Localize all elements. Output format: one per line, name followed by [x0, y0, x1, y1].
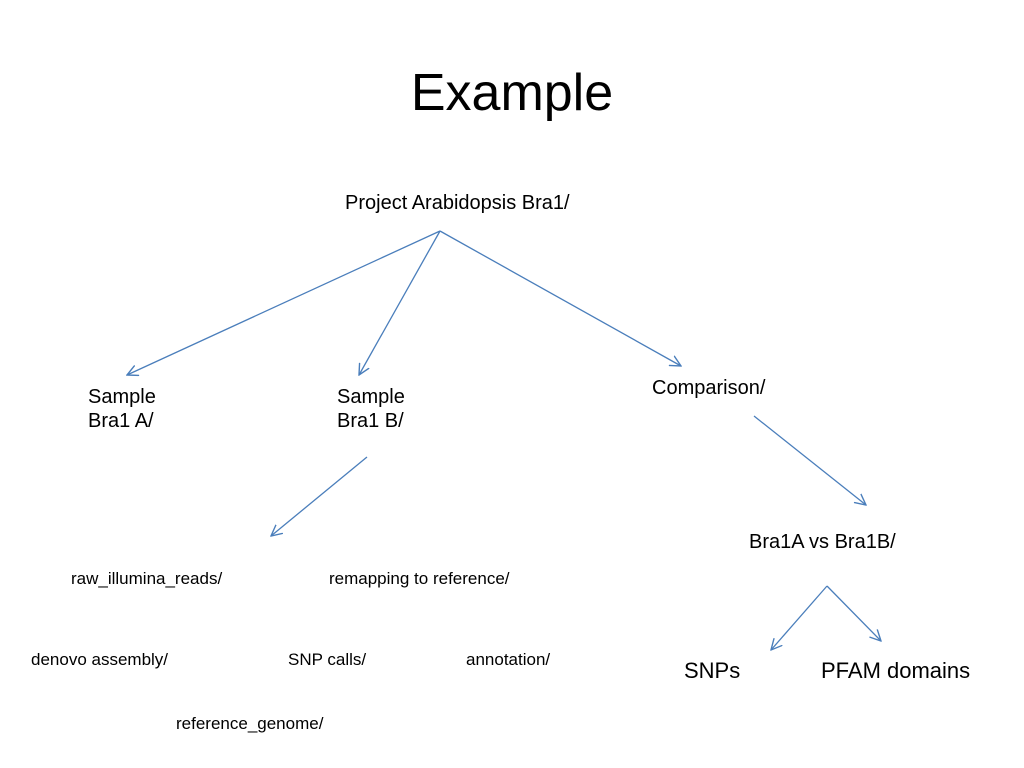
arrow-root-to-comparison — [439, 230, 681, 366]
node-sample-a-line2: Bra1 A/ — [88, 410, 154, 432]
arrow-root-to-sample-b — [359, 230, 441, 375]
node-comparison: Comparison/ — [652, 377, 766, 399]
arrow-to-pfam-domains — [826, 585, 881, 641]
slide-title: Example — [410, 64, 614, 122]
node-pfam-domains: PFAM domains — [821, 658, 971, 683]
node-raw-illumina-reads: raw_illumina_reads/ — [71, 569, 223, 588]
node-sample-a-line1: Sample — [88, 386, 156, 408]
node-bra1a-vs-bra1b: Bra1A vs Bra1B/ — [749, 531, 896, 553]
arrow-root-to-sample-a — [127, 230, 441, 375]
node-project-root: Project Arabidopsis Bra1/ — [345, 192, 570, 214]
node-reference-genome: reference_genome/ — [176, 714, 324, 733]
arrow-sample-b-to-children — [271, 456, 368, 536]
node-sample-b-line2: Bra1 B/ — [337, 410, 404, 432]
node-denovo-assembly: denovo assembly/ — [31, 650, 169, 669]
node-sample-b-line1: Sample — [337, 386, 405, 408]
node-snps: SNPs — [684, 658, 741, 683]
node-annotation: annotation/ — [466, 650, 551, 669]
node-sample-a: Sample Bra1 A/ — [88, 385, 156, 433]
node-snp-calls: SNP calls/ — [288, 650, 367, 669]
node-remapping-to-reference: remapping to reference/ — [329, 569, 510, 588]
arrow-to-snps — [771, 585, 828, 650]
arrow-comparison-to-bra1a-vs-bra1b — [753, 415, 866, 505]
node-sample-b: Sample Bra1 B/ — [337, 385, 405, 433]
